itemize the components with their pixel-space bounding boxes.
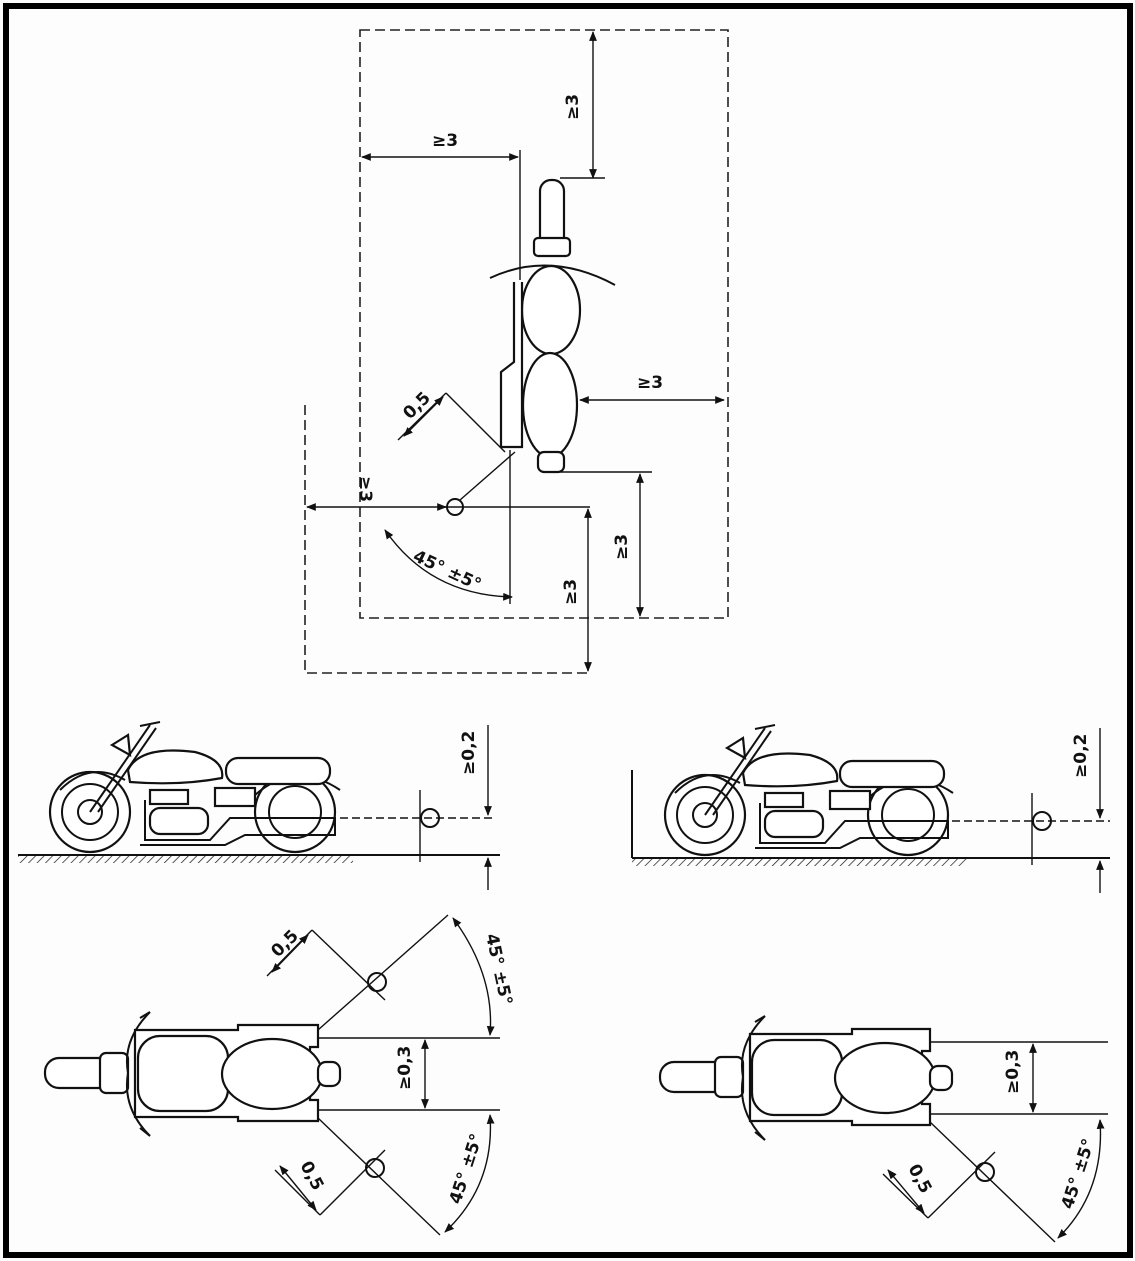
- measurement-point-side-left: [420, 808, 440, 828]
- dim-width-right: ≥0,3: [1003, 1050, 1023, 1094]
- angle-left-upper: 45° ±5°: [481, 932, 516, 1007]
- dim-offset-top: 0,5: [399, 388, 434, 423]
- plan-view-right: ≥0,3 0,5 45° ±5°: [658, 1015, 1108, 1243]
- dim-height-right: ≥0,2: [1071, 734, 1091, 778]
- dim-left-3: ≥3: [432, 131, 458, 151]
- dim-left-outer-3: ≥3: [355, 476, 375, 502]
- side-view-left: ≥0,2: [18, 721, 500, 890]
- measurement-point-side-right: [1032, 811, 1052, 831]
- dim-right-3: ≥3: [637, 373, 663, 393]
- dim-height-left: ≥0,2: [459, 731, 479, 775]
- dim-width-left: ≥0,3: [395, 1046, 415, 1090]
- angle-top: 45° ±5°: [410, 546, 484, 595]
- side-view-right: ≥0,2: [631, 724, 1110, 893]
- outer-frame: [3, 3, 1133, 1258]
- dim-rear-3: ≥3: [612, 534, 632, 560]
- measurement-point-plan-left-lower: [365, 1158, 385, 1178]
- dim-offset-left-lower: 0,5: [296, 1158, 328, 1194]
- inner-clearance-zone: [359, 29, 729, 619]
- dim-rear-outer-3: ≥3: [561, 579, 581, 605]
- dim-top-3: ≥3: [563, 94, 583, 120]
- plan-view-left: ≥0,3 0,5 45° ±5° 0,5 45° ±5°: [43, 914, 516, 1236]
- motorcycle-top-view: [489, 178, 616, 474]
- angle-left-lower: 45° ±5°: [446, 1131, 487, 1206]
- top-clearance-view: ≥3 ≥3 ≥3 ≥3 ≥3 ≥3 0,5 45° ±5°: [304, 29, 729, 674]
- outer-clearance-zone: [304, 405, 590, 674]
- measurement-point-plan-left-upper: [367, 972, 387, 992]
- dim-offset-left-upper: 0,5: [267, 926, 302, 961]
- measurement-point-plan-right: [975, 1162, 995, 1182]
- dim-offset-right: 0,5: [904, 1161, 936, 1197]
- angle-right: 45° ±5°: [1058, 1136, 1099, 1211]
